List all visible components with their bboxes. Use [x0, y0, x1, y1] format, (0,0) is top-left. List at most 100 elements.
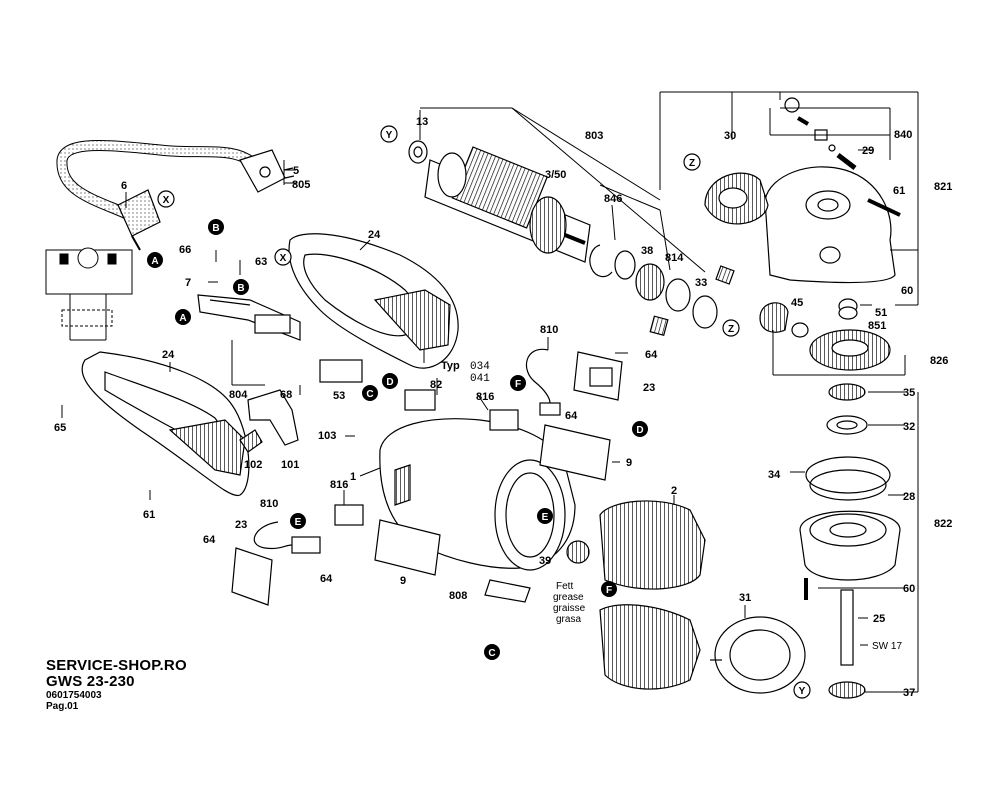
part-label: 66: [179, 244, 191, 256]
retaining-ring: [589, 244, 735, 337]
brush-carrier: [334, 409, 519, 526]
bearing-flange-822: [799, 510, 901, 581]
part-label: 805: [292, 179, 310, 191]
handle-half-front: [81, 351, 250, 497]
bushing-51: [838, 298, 858, 320]
part-label: 7: [185, 277, 191, 289]
armature: [424, 146, 591, 263]
callout-a: A: [175, 309, 191, 325]
bevel-gear-small: [704, 172, 769, 225]
bearing-13: [408, 140, 428, 164]
type-code: 034: [470, 361, 490, 373]
ref-y: Y: [793, 681, 811, 699]
part-label: 6: [121, 180, 127, 192]
part-label: 816: [330, 479, 348, 491]
gear-housing: [764, 166, 896, 284]
svg-text:X: X: [163, 195, 170, 206]
svg-text:Y: Y: [799, 686, 806, 697]
part-label: 35: [903, 387, 915, 399]
svg-text:B: B: [237, 283, 244, 294]
part-label: 9: [400, 575, 406, 587]
part-label: 808: [449, 590, 467, 602]
part-label: 61: [893, 185, 905, 197]
part-label: 64: [320, 573, 333, 585]
part-label: 33: [695, 277, 707, 289]
grease-note: Fett: [556, 581, 573, 592]
svg-text:Y: Y: [386, 130, 393, 141]
callout-f: F: [601, 581, 617, 597]
part-label: 38: [641, 245, 653, 257]
part-label: 39: [539, 555, 551, 567]
part-label: 60: [901, 285, 913, 297]
part-label: SW 17: [872, 641, 902, 652]
leader-lines: [61, 91, 919, 693]
capacitor: [253, 348, 561, 554]
svg-text:D: D: [636, 425, 643, 436]
part-label: 810: [260, 498, 278, 510]
svg-text:F: F: [606, 585, 612, 596]
spring: [239, 429, 263, 453]
part-label: 61: [143, 509, 155, 521]
filter-mat: [231, 351, 623, 606]
part-label: 822: [934, 518, 952, 530]
part-label: 29: [862, 145, 874, 157]
part-label: 13: [416, 116, 428, 128]
part-label: 51: [875, 307, 887, 319]
ref-x: X: [157, 190, 175, 208]
handle-half-rear: [288, 233, 459, 369]
part-label: 53: [333, 390, 345, 402]
svg-text:Z: Z: [728, 324, 734, 335]
part-label: 826: [930, 355, 948, 367]
part-label: 34: [768, 469, 781, 481]
part-label: 32: [903, 421, 915, 433]
part-label: 60: [903, 583, 915, 595]
svg-text:C: C: [366, 389, 373, 400]
callout-a: A: [147, 252, 163, 268]
ref-z: Z: [683, 153, 701, 171]
callout-c: C: [362, 385, 378, 401]
grease-note: grease: [553, 592, 584, 603]
part-label: 803: [585, 130, 603, 142]
part-label: 64: [203, 534, 216, 546]
part-label: 31: [739, 592, 751, 604]
svg-text:A: A: [179, 313, 186, 324]
callout-d: D: [382, 373, 398, 389]
part-label: 804: [229, 389, 248, 401]
svg-text:C: C: [488, 648, 495, 659]
part-label: 23: [643, 382, 655, 394]
part-label: 810: [540, 324, 558, 336]
power-cord: [56, 140, 261, 251]
wiring-schematic: [45, 247, 133, 341]
part-label: 68: [280, 389, 292, 401]
svg-text:E: E: [295, 517, 302, 528]
part-label: 814: [665, 252, 684, 264]
type-label: Typ: [441, 360, 460, 372]
brush-holder: [319, 359, 436, 411]
part-label: 24: [368, 229, 381, 241]
model-name: GWS 23-230: [46, 673, 135, 690]
part-label: 23: [235, 519, 247, 531]
part-label: 30: [724, 130, 736, 142]
svg-text:E: E: [542, 512, 549, 523]
pinion: [759, 302, 809, 338]
part-label: 64: [645, 349, 658, 361]
document-footer: SERVICE-SHOP.RO GWS 23-230 0601754003 Pa…: [46, 658, 187, 713]
grease-note: grasa: [556, 614, 581, 625]
callout-c: C: [484, 644, 500, 660]
part-label: 24: [162, 349, 175, 361]
part-label: 821: [934, 181, 952, 193]
callout-markers: B A B A D C F D E E F C: [147, 219, 648, 660]
part-label: 101: [281, 459, 299, 471]
part-label: 816: [476, 391, 494, 403]
part-label: 846: [604, 193, 622, 205]
type-code: 041: [470, 373, 490, 385]
callout-d: D: [632, 421, 648, 437]
switch-lever: [247, 389, 299, 446]
part-number: 0601754003: [46, 690, 102, 701]
callout-f: F: [510, 375, 526, 391]
plug: [239, 149, 295, 193]
svg-text:A: A: [151, 256, 158, 267]
part-label: 65: [54, 422, 66, 434]
spindle: [828, 589, 866, 699]
